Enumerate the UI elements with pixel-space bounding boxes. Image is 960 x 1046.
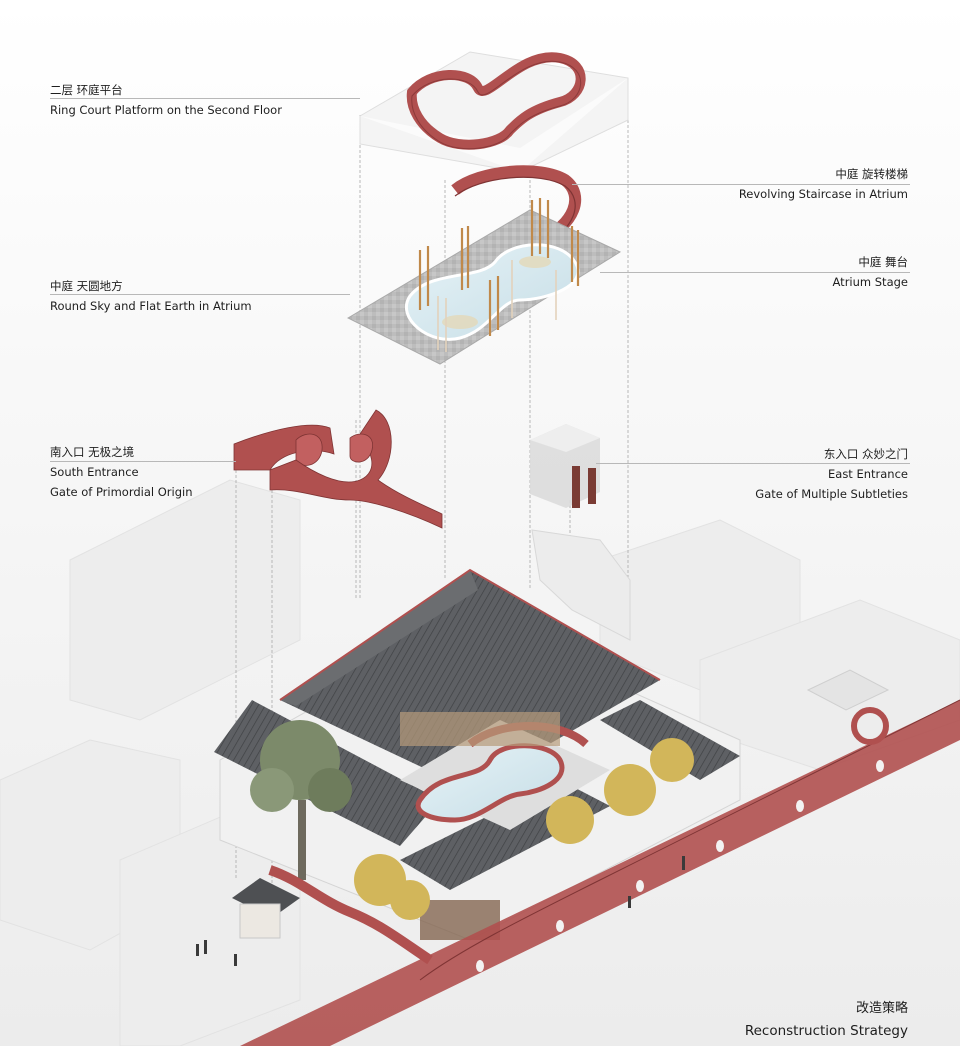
- footer-caption: 改造策略 Reconstruction Strategy: [745, 998, 908, 1042]
- leader-south: [50, 461, 236, 462]
- footer-en: Reconstruction Strategy: [744, 1023, 908, 1039]
- label-south: 南入口 无极之境 South Entrance Gate of Primordi…: [50, 442, 193, 502]
- label-south-zh: 南入口 无极之境: [50, 445, 135, 459]
- label-round-sky-zh: 中庭 天圆地方: [50, 279, 123, 293]
- label-east-en2: Gate of Multiple Subtleties: [755, 487, 908, 501]
- context-buildings: [0, 479, 960, 1046]
- label-south-en1: South Entrance: [50, 465, 139, 479]
- leader-round-sky: [50, 294, 350, 295]
- label-staircase: 中庭 旋转楼梯 Revolving Staircase in Atrium: [739, 164, 908, 204]
- label-staircase-zh: 中庭 旋转楼梯: [835, 167, 908, 181]
- label-east-zh: 东入口 众妙之门: [823, 447, 908, 461]
- leader-ring-court: [50, 98, 360, 99]
- label-round-sky-en: Round Sky and Flat Earth in Atrium: [50, 299, 252, 313]
- ring-court-platform: [359, 51, 629, 173]
- label-staircase-en: Revolving Staircase in Atrium: [738, 187, 908, 201]
- label-stage-zh: 中庭 舞台: [858, 255, 908, 269]
- people: [196, 856, 685, 966]
- label-ring-court-zh: 二层 环庭平台: [50, 83, 123, 97]
- gate-house: [232, 669, 890, 939]
- label-stage-en: Atrium Stage: [832, 275, 908, 289]
- label-round-sky: 中庭 天圆地方 Round Sky and Flat Earth in Atri…: [50, 276, 252, 316]
- label-ring-court-en: Ring Court Platform on the Second Floor: [50, 103, 282, 117]
- trees: [250, 720, 694, 920]
- south-entrance-ribbon: [233, 409, 443, 529]
- leader-staircase: [572, 184, 910, 185]
- east-entrance-gate: [530, 424, 631, 641]
- label-east-en1: East Entrance: [828, 467, 908, 481]
- label-ring-court: 二层 环庭平台 Ring Court Platform on the Secon…: [50, 80, 282, 120]
- label-east: 东入口 众妙之门 East Entrance Gate of Multiple …: [755, 444, 908, 504]
- atrium-layer: [346, 198, 622, 365]
- footer-zh: 改造策略: [855, 1001, 908, 1016]
- red-wave-wall: [240, 699, 960, 1046]
- label-stage: 中庭 舞台 Atrium Stage: [833, 252, 908, 292]
- leader-east: [596, 463, 910, 464]
- label-south-en2: Gate of Primordial Origin: [50, 485, 193, 499]
- leader-stage: [600, 272, 910, 273]
